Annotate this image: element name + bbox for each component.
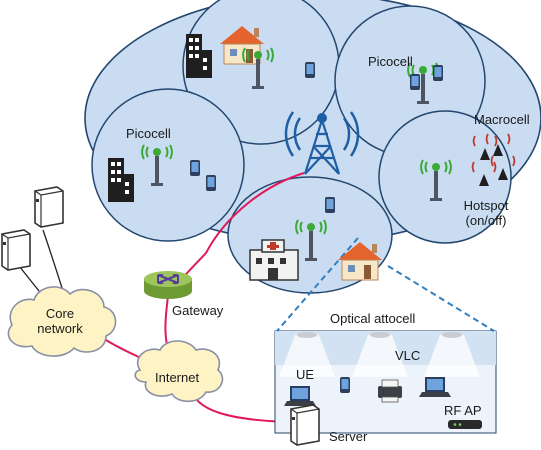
mobile-phone-icon	[206, 175, 216, 191]
desktop-computer-icon	[34, 186, 64, 228]
mobile-phone-icon	[190, 160, 200, 176]
rf-access-point-icon	[448, 420, 482, 429]
rf-ap-label: RF AP	[444, 403, 482, 418]
picocell-label: Picocell	[368, 54, 413, 69]
vlc-label: VLC	[395, 348, 421, 363]
printer-icon	[378, 379, 402, 403]
hospital-icon	[249, 239, 299, 281]
internet-label: Internet	[155, 370, 200, 385]
gateway-label: Gateway	[172, 303, 224, 318]
desktop-computer-icon	[1, 229, 31, 271]
gateway-router-icon	[144, 271, 192, 299]
internet-cloud	[134, 340, 224, 403]
cell-tower-icon	[284, 111, 360, 175]
ue-label: UE	[296, 367, 315, 382]
picocell-left-area	[91, 88, 245, 242]
server-label: Server	[329, 429, 368, 444]
hotspot-antenna-icon	[471, 133, 516, 186]
mobile-phone-icon	[305, 62, 315, 78]
desktop-computer-icon	[290, 404, 320, 446]
mobile-phone-icon	[340, 377, 350, 393]
mobile-phone-icon	[433, 65, 443, 81]
core-network-label-line2: network	[37, 321, 83, 336]
optical-attocell-label: Optical attocell	[330, 311, 416, 326]
core-network-cloud	[7, 286, 117, 357]
picocell-label: Picocell	[126, 126, 171, 141]
hotspot-cell-area	[378, 110, 512, 244]
mobile-phone-icon	[325, 197, 335, 213]
hotspot-label: Hotspot	[463, 198, 509, 213]
core-network-label: Core	[45, 306, 75, 321]
mobile-phone-icon	[410, 74, 420, 90]
hotspot-state-label: (on/off)	[465, 213, 507, 228]
macrocell-label: Macrocell	[474, 112, 530, 127]
